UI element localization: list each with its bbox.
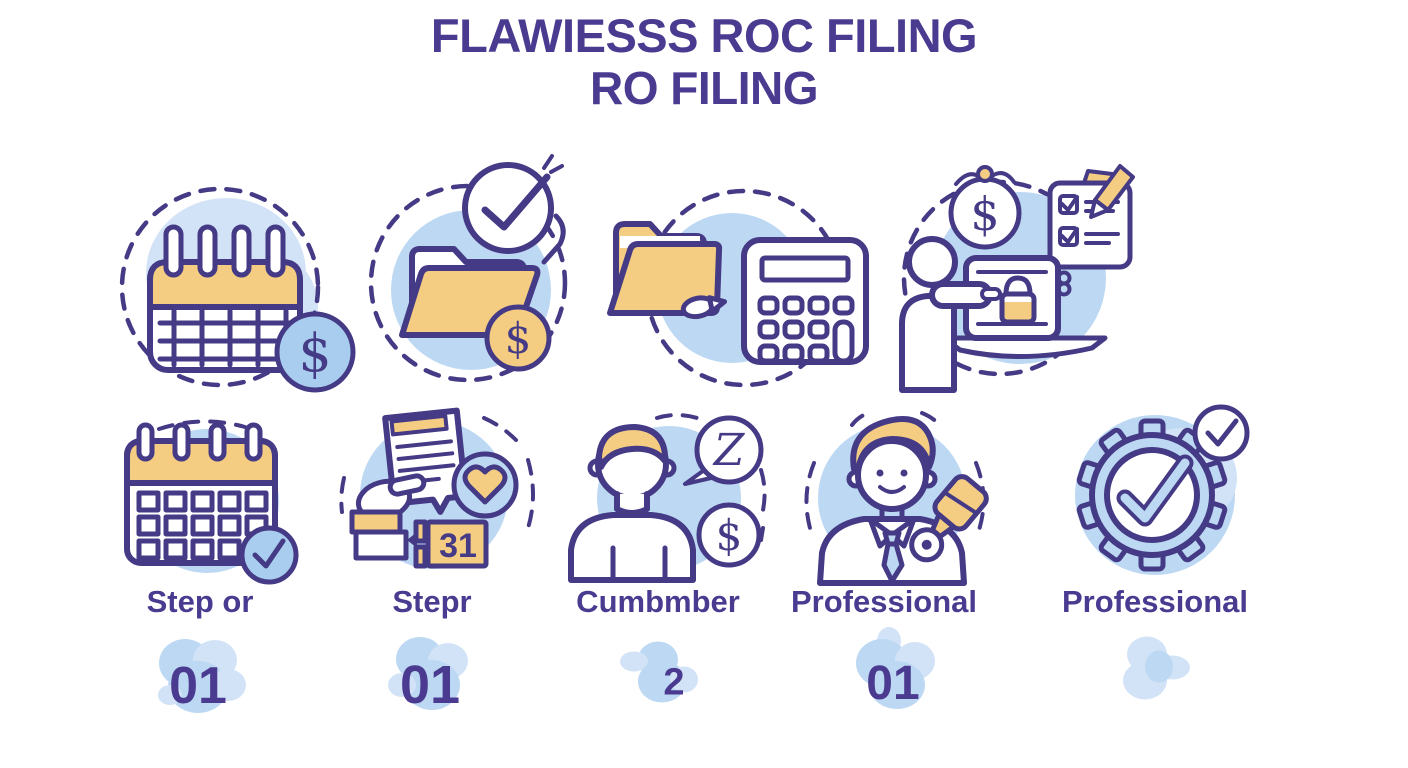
gear <box>1076 418 1228 572</box>
step5-number-blob <box>1097 623 1207 718</box>
top-icon-folder-check-dollar: $ <box>358 150 593 390</box>
laptop <box>941 255 1108 359</box>
dollar-symbol: $ <box>298 324 331 384</box>
checklist <box>1047 164 1135 270</box>
accountant-laptop-checklist-icon: $ <box>899 164 1135 393</box>
step2-number-blob: 01 <box>370 623 490 723</box>
person-chat-dollar-icon: Z $ <box>568 413 767 583</box>
cloud-blob-icon: 01 <box>158 639 246 715</box>
check-badge <box>239 525 299 585</box>
dollar-coin: $ <box>696 502 762 568</box>
step5-icon <box>1057 403 1257 583</box>
step1-icon <box>97 413 312 585</box>
calendar <box>147 224 303 373</box>
step4-label: Professional <box>790 584 978 619</box>
gear-check-icon <box>1075 404 1250 575</box>
professional-man-icon <box>804 411 989 586</box>
step2-label: Stepr <box>392 584 472 619</box>
step3-number-blob: 2 <box>610 630 710 715</box>
dollar-symbol: $ <box>716 511 743 560</box>
step4-icon <box>792 403 997 586</box>
date-tile: 31 <box>407 519 489 569</box>
calendar-check-icon <box>124 419 299 585</box>
person <box>568 424 696 583</box>
folder <box>607 221 723 316</box>
step1-label: Step or <box>146 584 254 619</box>
heart-badge <box>451 451 519 519</box>
hand-document-heart-icon: 31 <box>339 407 535 569</box>
step3-label: Cumbmber <box>576 584 740 619</box>
cloud-blob-icon: 2 <box>620 641 698 704</box>
bubble-letter: Z <box>712 425 746 476</box>
date-tile-label: 31 <box>439 527 477 565</box>
page-title: FLAWIESSS ROC FILING RO FILING <box>0 9 1408 114</box>
stamp <box>909 474 989 563</box>
person <box>899 236 1002 393</box>
dollar-coin: $ <box>484 304 552 372</box>
step1-number: 01 <box>169 657 227 715</box>
cloud-blob-icon <box>1123 636 1190 700</box>
step3-number: 2 <box>663 662 684 704</box>
calendar-dollar-icon: $ <box>119 186 356 393</box>
calculator <box>741 237 869 365</box>
step4-number-blob: 01 <box>837 621 957 721</box>
step3-icon: Z $ <box>557 410 772 583</box>
cloud-blob-icon: 01 <box>388 637 468 715</box>
calendar <box>124 422 278 566</box>
folder-calculator-icon <box>607 188 869 388</box>
step5-label: Professional <box>1061 584 1249 619</box>
cloud-blob-icon: 01 <box>856 627 935 710</box>
clock-check <box>462 154 566 265</box>
folder-clock-check-dollar-icon: $ <box>368 154 568 383</box>
top-icon-folder-calculator <box>592 188 882 398</box>
man <box>817 416 967 586</box>
title-line2: RO FILING <box>589 61 819 114</box>
step1-number-blob: 01 <box>140 625 260 725</box>
pencil <box>1089 164 1135 219</box>
dollar-symbol: $ <box>970 187 999 241</box>
top-icon-accountant-laptop: $ <box>892 150 1177 393</box>
dollar-symbol: $ <box>505 314 532 363</box>
top-icon-calendar-dollar: $ <box>108 165 358 400</box>
step2-icon: 31 <box>332 400 542 580</box>
pencil <box>680 295 728 320</box>
dollar-coin: $ <box>948 165 1022 250</box>
step4-number: 01 <box>866 657 919 710</box>
step2-number: 01 <box>400 655 460 715</box>
check-badge <box>1192 404 1250 462</box>
dollar-coin: $ <box>274 311 356 393</box>
chat-bubble: Z <box>683 415 764 486</box>
hand <box>349 473 427 561</box>
title-line1: FLAWIESSS ROC FILING <box>430 9 978 62</box>
